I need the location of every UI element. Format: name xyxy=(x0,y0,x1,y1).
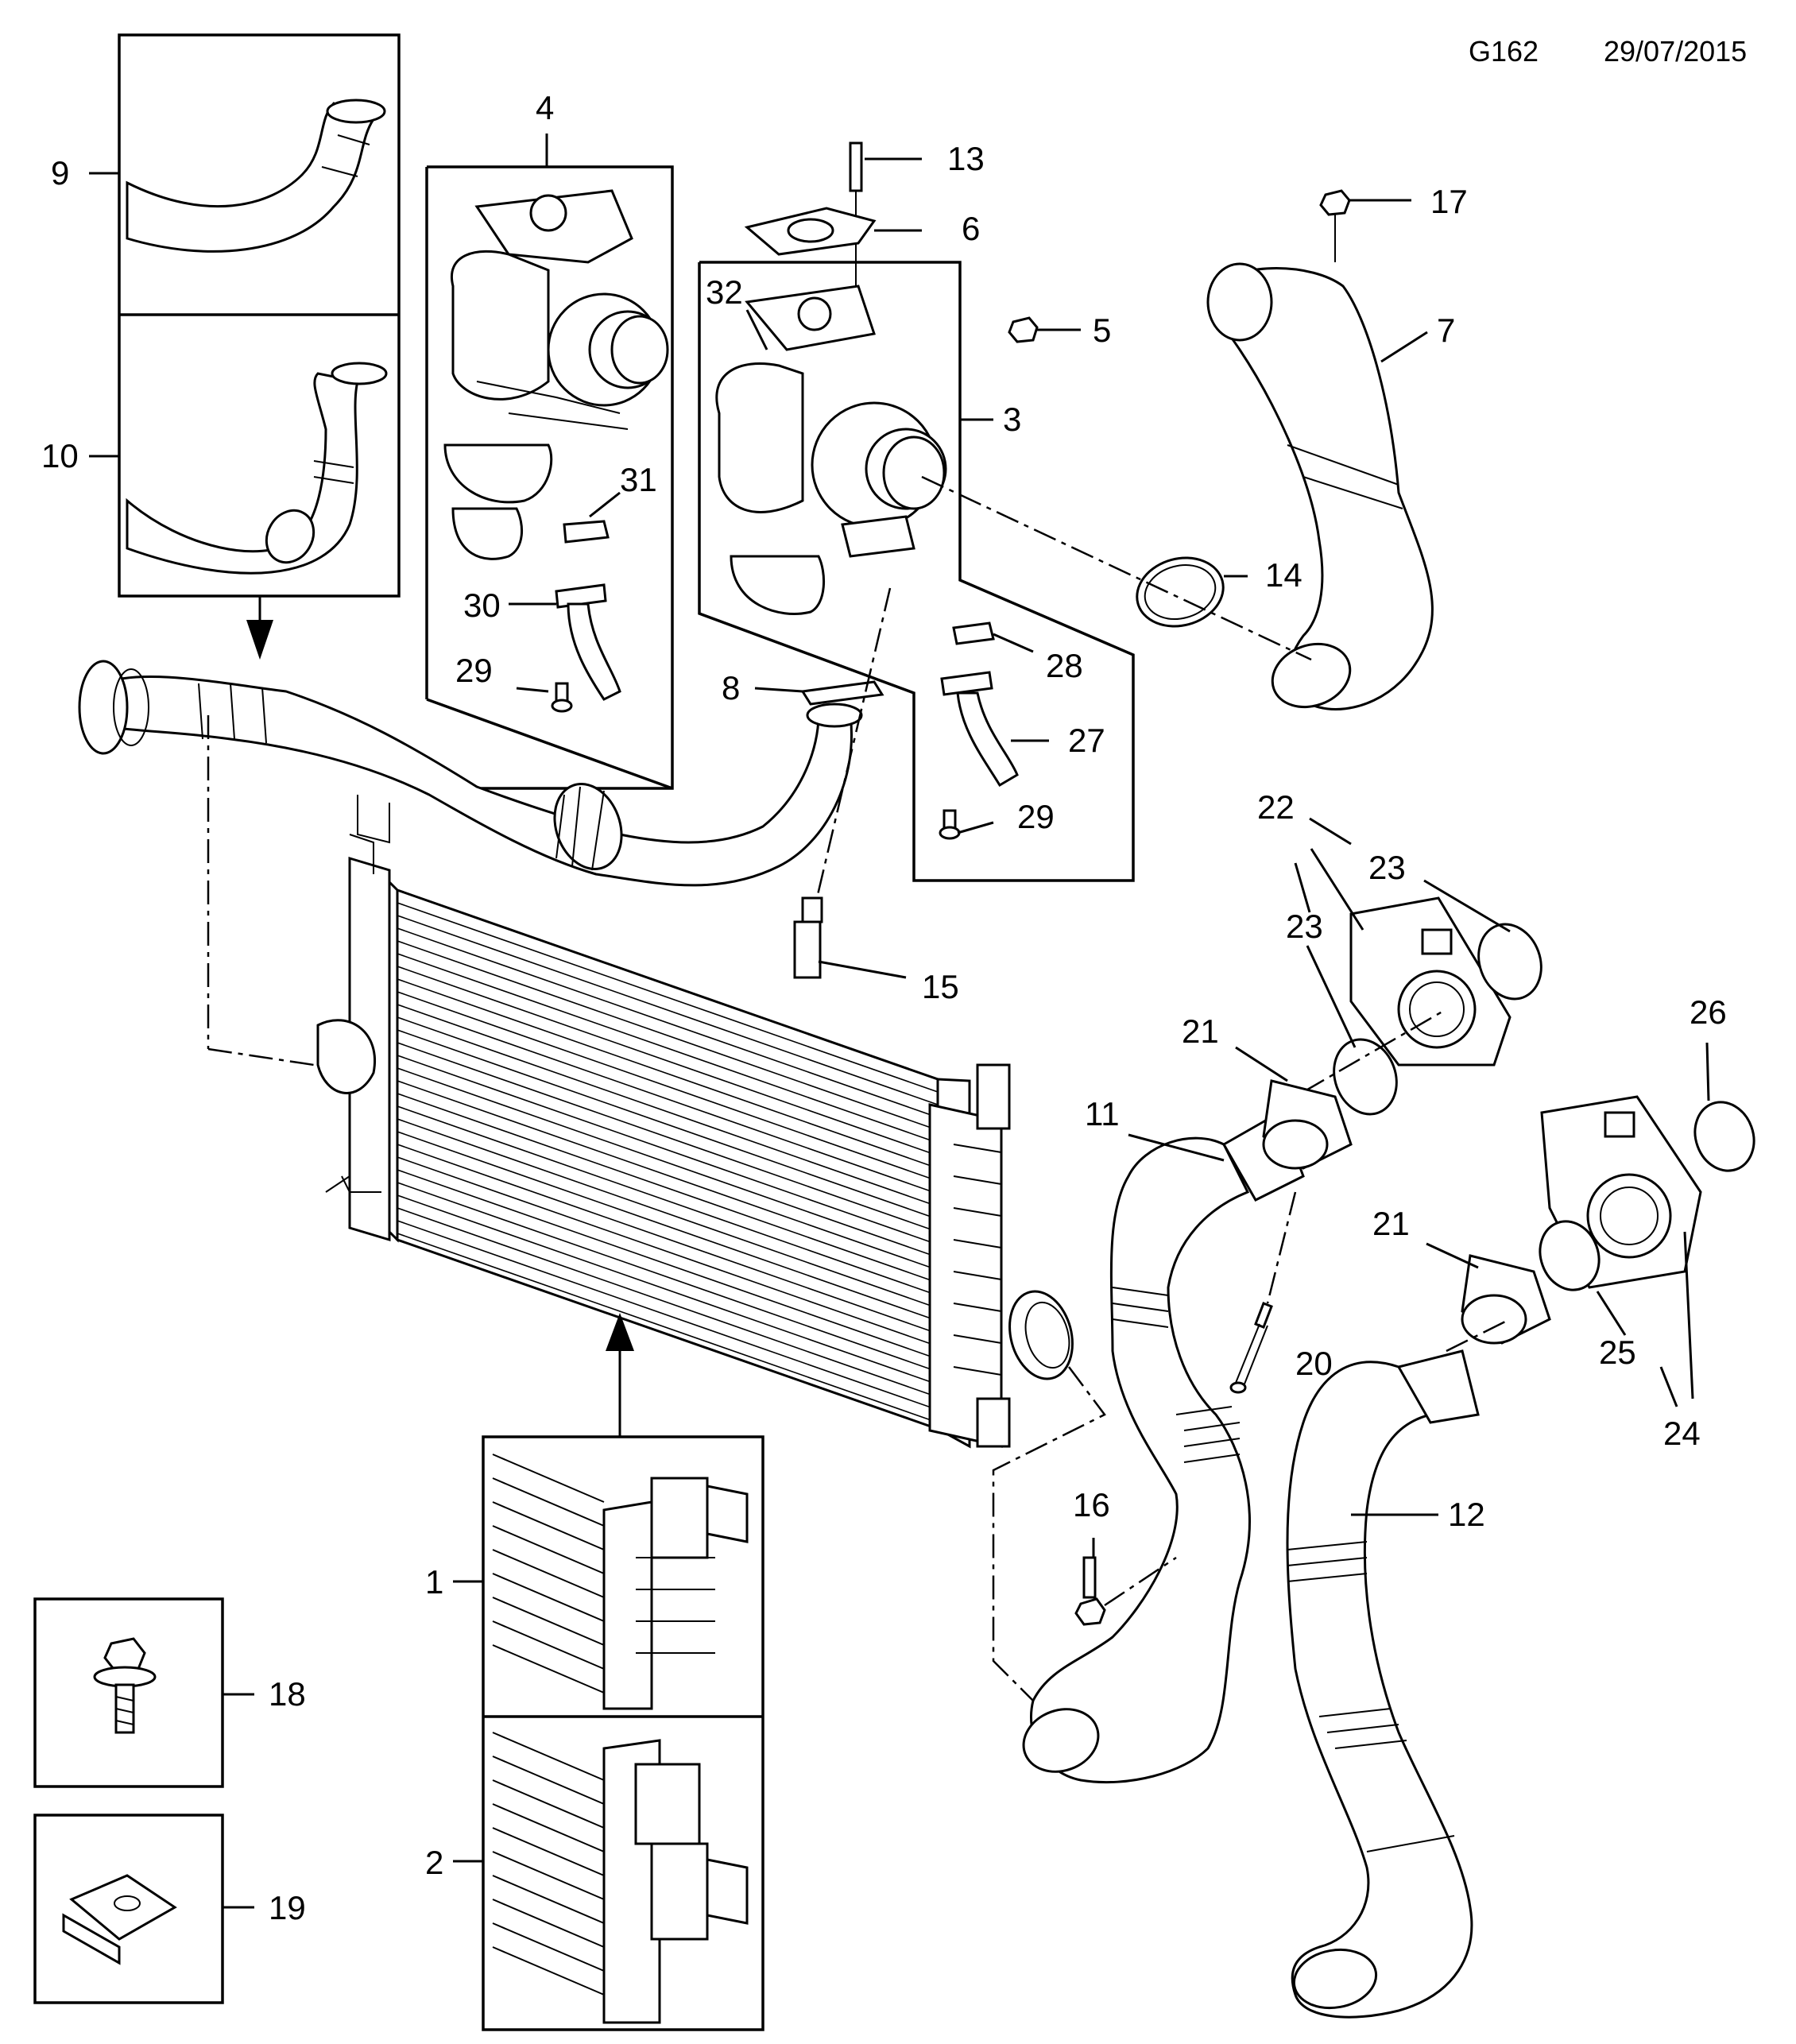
callout-7: 7 xyxy=(1437,312,1455,349)
callout-labels: 1 2 3 4 5 6 7 8 9 10 11 12 13 14 15 16 1… xyxy=(41,89,1727,1926)
diagram-code: G162 xyxy=(1469,35,1539,68)
callout-9: 9 xyxy=(51,154,69,192)
callout-18: 18 xyxy=(269,1675,306,1713)
callout-25: 25 xyxy=(1599,1334,1636,1371)
callout-10: 10 xyxy=(41,437,79,474)
callout-31: 31 xyxy=(620,461,657,498)
fin-line xyxy=(397,1131,939,1322)
callout-12: 12 xyxy=(1448,1496,1485,1533)
callout-16: 16 xyxy=(1073,1486,1110,1523)
fin-line xyxy=(397,1156,939,1347)
fin-line xyxy=(397,1080,939,1271)
flange-21-lower xyxy=(1426,1242,1551,1353)
intercooler-fins xyxy=(397,902,939,1423)
hose-10-drawing xyxy=(126,362,388,575)
callout-3: 3 xyxy=(1003,401,1021,438)
inset-fasteners xyxy=(33,1597,254,2004)
callout-8: 8 xyxy=(722,669,740,706)
bolt-20 xyxy=(1229,1191,1297,1394)
fin-line xyxy=(397,940,939,1131)
callout-26: 26 xyxy=(1690,993,1727,1031)
fin-line xyxy=(397,1194,939,1385)
fin-line xyxy=(397,1093,939,1283)
callout-15: 15 xyxy=(922,968,959,1005)
intercooler-core xyxy=(316,795,1074,1449)
fin-line xyxy=(397,953,939,1144)
callout-17: 17 xyxy=(1430,183,1468,220)
fin-line xyxy=(397,978,939,1169)
callout-11: 11 xyxy=(1085,1095,1120,1132)
callout-23-right: 23 xyxy=(1368,849,1406,886)
throttle-body-24 xyxy=(1539,1042,1755,1407)
throttle-body-22 xyxy=(1267,817,1542,1116)
intercooler-inlet-hose xyxy=(78,587,907,979)
fin-line xyxy=(397,1182,939,1372)
callout-4: 4 xyxy=(536,89,554,126)
callout-29-right: 29 xyxy=(1017,798,1055,835)
callout-2: 2 xyxy=(425,1844,443,1881)
hose-11 xyxy=(1022,1110,1305,1784)
fin-line xyxy=(397,966,939,1156)
diagram-date: 29/07/2015 xyxy=(1604,35,1747,68)
callout-13: 13 xyxy=(947,140,985,177)
callout-1: 1 xyxy=(425,1563,443,1601)
fin-line xyxy=(397,1118,939,1309)
callout-6: 6 xyxy=(962,210,980,247)
callout-20: 20 xyxy=(1295,1345,1333,1382)
fin-line xyxy=(397,1105,939,1296)
fin-line xyxy=(397,902,939,1093)
fin-line xyxy=(397,1016,939,1207)
hose-12 xyxy=(1286,1349,1480,2019)
arrow-down-icon xyxy=(246,620,273,660)
fin-line xyxy=(397,1029,939,1220)
callout-27: 27 xyxy=(1068,722,1105,759)
clamp-14 xyxy=(1136,556,1248,628)
fin-line xyxy=(397,915,939,1105)
fin-line xyxy=(397,1004,939,1194)
callout-14: 14 xyxy=(1265,556,1302,594)
callout-29-left: 29 xyxy=(455,652,493,689)
fin-line xyxy=(397,1220,939,1411)
callout-22: 22 xyxy=(1257,788,1295,826)
callout-21-upper: 21 xyxy=(1182,1012,1219,1050)
fin-line xyxy=(397,1233,939,1423)
fin-line xyxy=(397,927,939,1118)
callout-5: 5 xyxy=(1093,312,1111,349)
fin-line xyxy=(397,1169,939,1360)
fin-line xyxy=(397,1067,939,1258)
inset-hose-variants xyxy=(89,33,401,660)
callout-21-lower: 21 xyxy=(1372,1205,1410,1242)
fin-line xyxy=(397,1055,939,1245)
turbocharger-3-group xyxy=(698,141,1135,882)
callout-24: 24 xyxy=(1663,1415,1701,1452)
inset-intercooler-variants xyxy=(453,1399,764,2031)
callout-23-left: 23 xyxy=(1286,908,1323,945)
fin-line xyxy=(397,991,939,1182)
fin-line xyxy=(397,1207,939,1398)
fin-line xyxy=(397,1144,939,1334)
callout-19: 19 xyxy=(269,1889,306,1926)
fin-line xyxy=(397,1042,939,1233)
hose-9-drawing xyxy=(126,99,386,253)
callout-32: 32 xyxy=(706,273,743,311)
callout-30: 30 xyxy=(463,586,501,624)
callout-28: 28 xyxy=(1046,647,1083,684)
intake-hose-7 xyxy=(1206,189,1434,710)
turbocharger-4-group xyxy=(425,134,674,790)
arrow-up-icon xyxy=(606,1313,634,1351)
flange-21-upper xyxy=(1235,1046,1353,1170)
